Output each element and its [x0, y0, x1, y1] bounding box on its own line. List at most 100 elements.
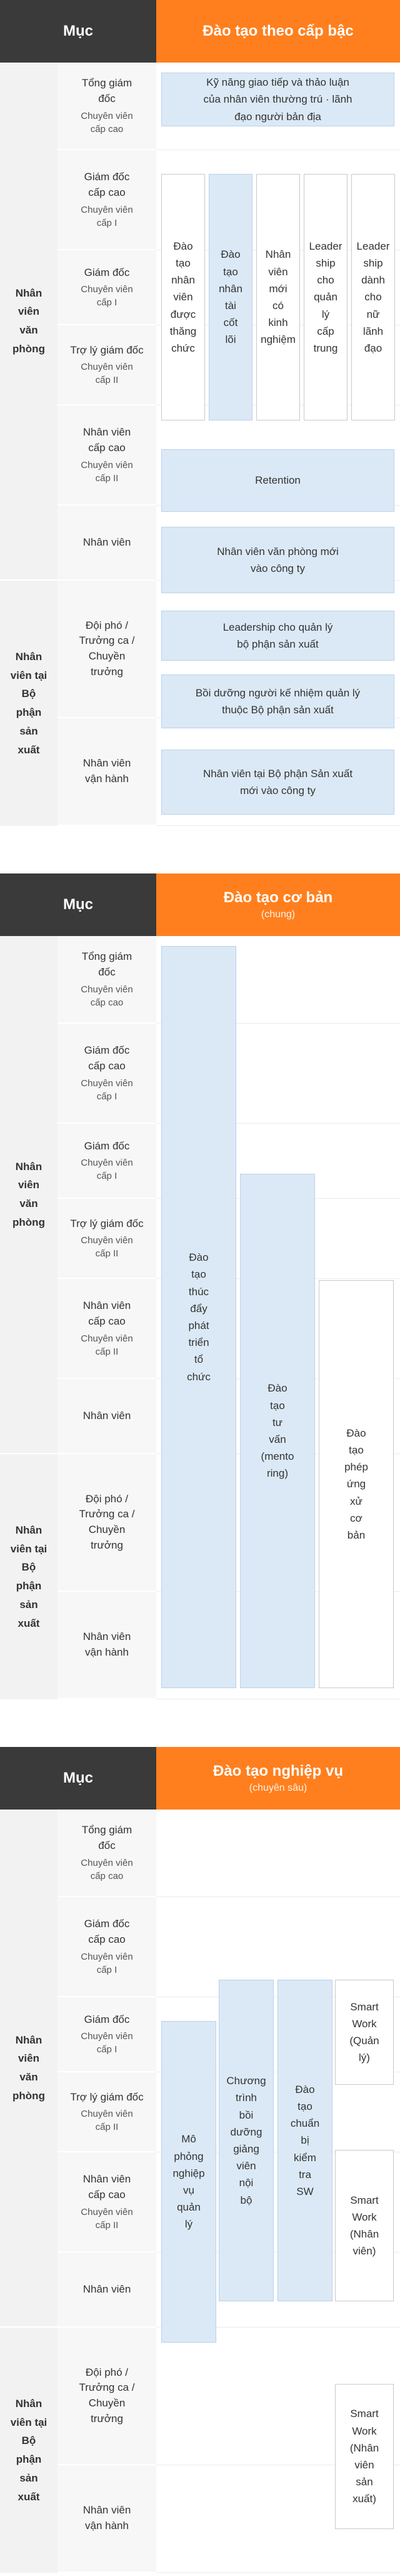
level-title: Nhân viên cấp cao [82, 426, 131, 454]
level-title: Đội phó / Trưởng ca / Chuyền trưởng [79, 619, 135, 678]
section-title: Đào tạo nghiệp vụ [212, 1763, 343, 1779]
level-subtitle: Chuyên viên cấp II [81, 2206, 133, 2231]
level-subtitle: Chuyên viên cấp I [81, 2031, 133, 2055]
row-divider [156, 2572, 400, 2573]
group-factory-staff: Nhân viên tại Bộ phận sản xuất [0, 2328, 58, 2573]
program-promotion: Đào tạo nhân viên được thăng chức [161, 174, 205, 420]
level-subtitle: Chuyên viên cấp II [81, 2109, 133, 2133]
level-title: Tổng giám đốc [81, 77, 132, 104]
group-factory-staff: Nhân viên tại Bộ phận sản xuất [0, 581, 58, 826]
level-title: Nhân viên [82, 1409, 131, 1422]
level-title: Đội phó / Trưởng ca / Chuyền trưởng [79, 1492, 135, 1551]
level-title: Nhân viên cấp cao [82, 2173, 131, 2201]
level-title: Giám đốc cấp cao [84, 1044, 130, 1072]
level-subtitle: Chuyên viên cấp II [81, 459, 133, 484]
section-title: Đào tạo theo cấp bậc [202, 23, 354, 39]
program-smart-work-staff: Smart Work (Nhân viên) [335, 2150, 394, 2301]
level-row: Đội phó / Trưởng ca / Chuyền trưởng [58, 581, 156, 718]
program-new-factory-staff: Nhân viên tại Bộ phận Sản xuất mới vào c… [161, 750, 394, 815]
program-mentoring: Đào tạo tư vấn (mento ring) [240, 1174, 315, 1688]
program-core-talent: Đào tạo nhân tài cốt lõi [209, 174, 252, 420]
level-title: Trợ lý giám đốc [70, 344, 144, 356]
row-divider [156, 1123, 400, 1124]
category-header: Mục [0, 0, 156, 63]
level-row: Nhân viên vận hành [58, 2465, 156, 2573]
section-basic-training: Mục Đào tạo cơ bản (chung) Đào tạo thúc … [0, 873, 400, 1699]
section-subtitle: (chuyên sâu) [249, 1783, 308, 1793]
level-row: Đội phó / Trưởng ca / Chuyền trưởng [58, 1454, 156, 1592]
level-title: Trợ lý giám đốc [70, 2090, 144, 2103]
level-title: Tổng giám đốc [81, 1824, 132, 1851]
level-title: Giám đốc [84, 1139, 130, 1152]
program-leadership-mid: Leader ship cho quản lý cấp trung [304, 174, 348, 420]
level-title: Nhân viên [82, 2283, 131, 2295]
program-internal-trainer: Chương trình bồi dưỡng giảng viên nội bộ [219, 1980, 274, 2301]
level-title: Đội phó / Trưởng ca / Chuyền trưởng [79, 2366, 135, 2425]
category-header: Mục [0, 1747, 156, 1810]
level-row: Nhân viên [58, 1379, 156, 1454]
row-divider [156, 2327, 400, 2328]
program-experienced-hire: Nhân viên mới có kinh nghiệm [256, 174, 300, 420]
level-title: Nhân viên vận hành [82, 1631, 131, 1658]
group-office-staff: Nhân viên văn phòng [0, 63, 58, 579]
level-row: Nhân viên [58, 2253, 156, 2328]
program-org-growth: Đào tạo thúc đẩy phát triển tổ chức [161, 946, 236, 1688]
level-row: Đội phó / Trưởng ca / Chuyền trưởng [58, 2328, 156, 2465]
level-title: Trợ lý giám đốc [70, 1217, 144, 1229]
row-divider [156, 1896, 400, 1897]
section-header: Đào tạo nghiệp vụ (chuyên sâu) [156, 1747, 400, 1810]
level-title: Nhân viên cấp cao [82, 1300, 131, 1327]
level-subtitle: Chuyên viên cấp I [81, 1158, 133, 1182]
level-title: Tổng giám đốc [81, 950, 132, 978]
program-successor: Bồi dưỡng người kế nhiệm quản lý thuộc B… [161, 675, 394, 728]
row-divider [156, 1023, 400, 1024]
level-subtitle: Chuyên viên cấp I [81, 204, 133, 228]
group-office-staff: Nhân viên văn phòng [0, 936, 58, 1453]
section-header: Đào tạo cơ bản (chung) [156, 873, 400, 936]
level-title: Giám đốc [84, 2013, 130, 2025]
level-title: Giám đốc [84, 266, 130, 278]
level-subtitle: Chuyên viên cấp II [81, 1333, 133, 1357]
section-rank-training: Mục Đào tạo theo cấp bậc Kỹ năng giao ti… [0, 0, 400, 826]
section-title: Đào tạo cơ bản [223, 889, 333, 906]
level-title: Nhân viên [82, 536, 131, 548]
row-divider [156, 825, 400, 826]
group-office-staff: Nhân viên văn phòng [0, 1810, 58, 2326]
level-subtitle: Chuyên viên cấp cao [81, 110, 133, 135]
program-smart-work-manager: Smart Work (Quản lý) [335, 1980, 394, 2085]
level-subtitle: Chuyên viên cấp II [81, 362, 133, 386]
level-title: Nhân viên vận hành [82, 757, 131, 785]
level-subtitle: Chuyên viên cấp I [81, 1077, 133, 1102]
program-new-office-staff: Nhân viên văn phòng mới vào công ty [161, 527, 394, 593]
program-management-simulation: Mô phỏng nghiệp vụ quản lý [161, 2021, 216, 2343]
program-sw-inspection: Đào tạo chuẩn bị kiểm tra SW [278, 1980, 332, 2301]
category-header: Mục [0, 873, 156, 936]
level-subtitle: Chuyên viên cấp cao [81, 984, 133, 1008]
level-row: Nhân viên [58, 506, 156, 581]
level-subtitle: Chuyên viên cấp I [81, 1951, 133, 1975]
section-subtitle: (chung) [261, 909, 296, 920]
level-row: Nhân viên vận hành [58, 718, 156, 826]
level-subtitle: Chuyên viên cấp I [81, 284, 133, 308]
program-leadership-female: Leader ship dành cho nữ lãnh đạo [351, 174, 395, 420]
group-factory-staff: Nhân viên tại Bộ phận sản xuất [0, 1454, 58, 1699]
level-row: Nhân viên vận hành [58, 1592, 156, 1699]
program-leadership-factory: Leadership cho quản lý bộ phận sản xuất [161, 611, 394, 661]
program-communication: Kỹ năng giao tiếp và thảo luận của nhân … [161, 73, 394, 126]
section-professional-training: Mục Đào tạo nghiệp vụ (chuyên sâu) Mô ph… [0, 1747, 400, 2573]
program-basic-etiquette: Đào tạo phép ứng xử cơ bản [319, 1280, 394, 1688]
level-subtitle: Chuyên viên cấp cao [81, 1857, 133, 1881]
